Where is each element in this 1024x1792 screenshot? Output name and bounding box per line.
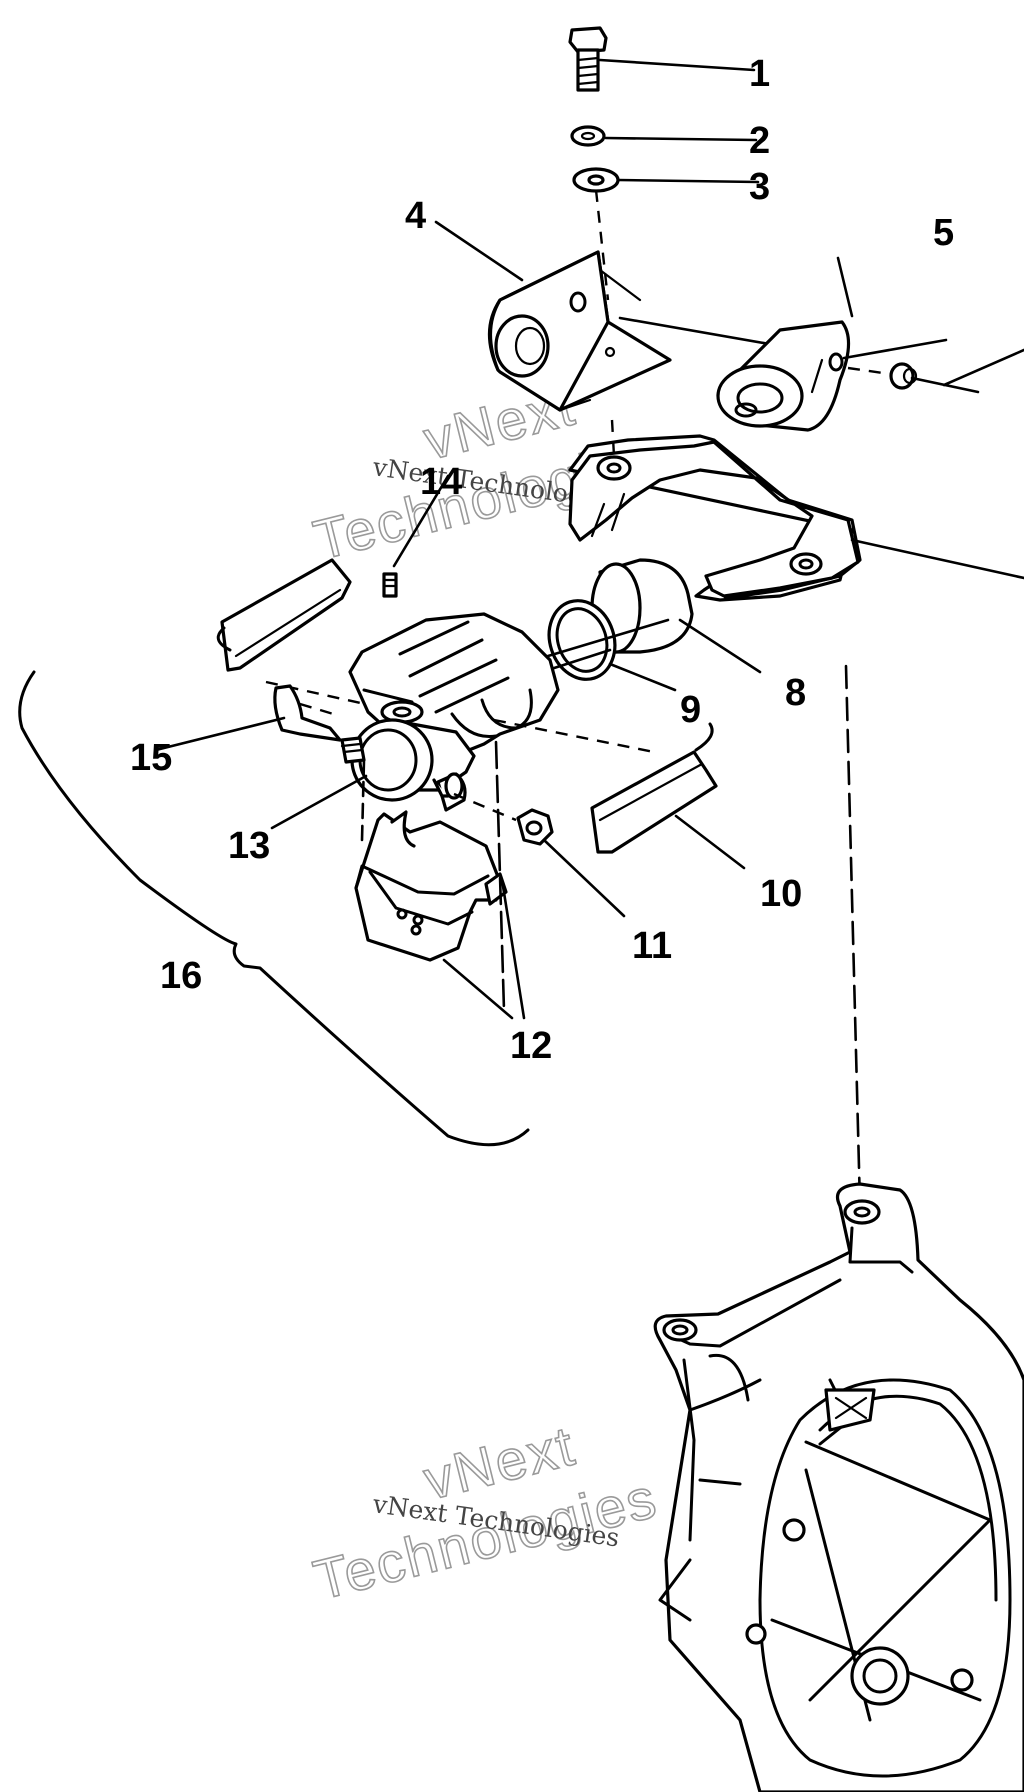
callout-3: 3	[749, 166, 770, 208]
part-nut	[453, 792, 626, 918]
bracket-16	[18, 670, 530, 1147]
watermark-lower: vNext Technologies vNext Technologies	[307, 1413, 664, 1613]
dash-pad-guide-right	[494, 740, 506, 1012]
part-caliper-body	[340, 612, 560, 812]
part-lower-shim	[590, 722, 746, 870]
leader-13	[270, 774, 368, 830]
leader-5-right	[842, 338, 948, 360]
part-flat-washer	[572, 167, 620, 193]
part-frame-housing	[653, 1182, 1024, 1792]
part-bleeder-valve	[382, 474, 450, 598]
part-upper-shim	[216, 558, 352, 672]
part-guide-pin	[273, 684, 342, 742]
part-lock-washer	[570, 125, 606, 147]
part-bolt	[568, 26, 608, 92]
leader-4	[434, 220, 524, 282]
part-mounting-bracket	[487, 250, 777, 412]
callout-13: 13	[228, 825, 270, 867]
leader-12b	[500, 878, 526, 1020]
dash-pad-guide	[360, 758, 366, 842]
callout-1: 1	[749, 53, 770, 95]
leader-2	[604, 136, 758, 142]
assembly-line-lower-shim	[493, 718, 655, 754]
assembly-line-piston	[546, 618, 670, 658]
callout-8: 8	[785, 672, 806, 714]
callout-15: 15	[130, 737, 172, 779]
part-seal-ring	[547, 599, 677, 692]
callout-16: 16	[160, 955, 202, 997]
callout-9: 9	[680, 689, 701, 731]
leader-1	[598, 58, 756, 72]
part-clevis	[716, 320, 1024, 432]
part-brake-pads	[354, 810, 508, 962]
leader-3	[616, 178, 760, 184]
callout-2: 2	[749, 120, 770, 162]
callout-4: 4	[405, 195, 426, 237]
assembly-line-bolt	[594, 189, 610, 301]
callout-12: 12	[510, 1025, 552, 1067]
assembly-line-frame	[844, 664, 862, 1208]
assembly-line-seal	[546, 648, 612, 672]
callout-14: 14	[420, 461, 462, 503]
leader-15	[154, 716, 286, 752]
part-small-pin	[889, 362, 918, 390]
leader-12a	[442, 958, 514, 1020]
part-carrier-bracket	[568, 419, 1024, 602]
callout-11: 11	[632, 925, 672, 967]
leader-5	[836, 256, 854, 318]
callout-5: 5	[933, 212, 954, 254]
callout-10: 10	[760, 873, 802, 915]
